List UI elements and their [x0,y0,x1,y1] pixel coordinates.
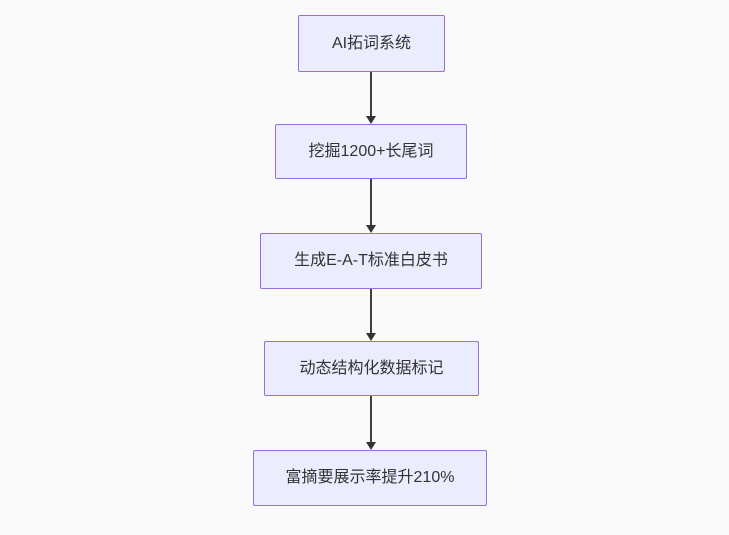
flowchart-node-eat-whitepaper: 生成E-A-T标准白皮书 [260,233,482,289]
flowchart-node-longtail-mining: 挖掘1200+长尾词 [275,124,467,179]
node-label: 挖掘1200+长尾词 [308,142,434,160]
node-label: 富摘要展示率提升210% [285,469,455,487]
edge-arrow-2 [365,179,377,233]
arrow-line [370,396,372,443]
flowchart-node-ai-keyword-system: AI拓词系统 [298,15,445,72]
arrow-line [370,179,372,226]
node-label: 生成E-A-T标准白皮书 [294,252,448,270]
arrow-head-icon [366,333,376,341]
arrow-head-icon [366,116,376,124]
flowchart-node-structured-data-markup: 动态结构化数据标记 [264,341,479,396]
node-label: AI拓词系统 [331,34,412,52]
flowchart-node-rich-snippet-result: 富摘要展示率提升210% [253,450,487,506]
edge-arrow-4 [365,396,377,450]
arrow-head-icon [366,225,376,233]
arrow-head-icon [366,442,376,450]
arrow-line [370,289,372,334]
arrow-line [370,72,372,117]
node-label: 动态结构化数据标记 [299,359,444,377]
edge-arrow-3 [365,289,377,341]
edge-arrow-1 [365,72,377,124]
